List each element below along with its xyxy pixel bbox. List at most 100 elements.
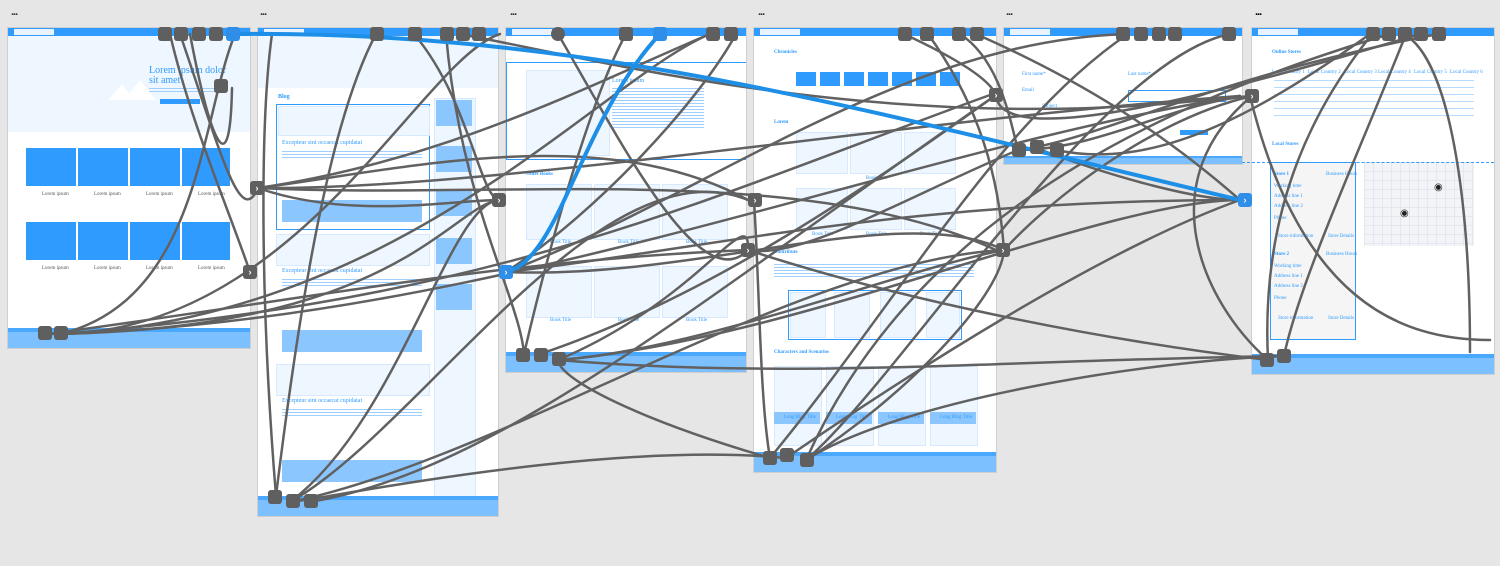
link-hotspot[interactable] — [1116, 27, 1130, 41]
link-hotspot[interactable] — [1432, 27, 1446, 41]
artboard-menu-home[interactable]: ... — [11, 6, 18, 18]
link-hotspot[interactable] — [619, 27, 633, 41]
nav-arrow-icon[interactable]: › — [741, 243, 755, 257]
link-hotspot[interactable] — [214, 79, 228, 93]
related-book[interactable] — [594, 184, 660, 240]
link-hotspot[interactable] — [209, 27, 223, 41]
link-hotspot[interactable] — [551, 27, 565, 41]
email-field[interactable] — [1128, 90, 1226, 102]
book-thumb[interactable] — [904, 132, 956, 174]
link-hotspot[interactable] — [1152, 27, 1166, 41]
product-tile[interactable] — [26, 148, 76, 186]
link-hotspot[interactable] — [898, 27, 912, 41]
link-hotspot[interactable] — [472, 27, 486, 41]
store-info-link[interactable]: Store information — [1278, 234, 1314, 239]
link-hotspot[interactable] — [1260, 353, 1274, 367]
scenario-card[interactable] — [878, 366, 926, 446]
nav-arrow-icon[interactable]: › — [989, 88, 1003, 102]
link-hotspot[interactable] — [763, 451, 777, 465]
artboard-menu-stores[interactable]: ... — [1255, 6, 1262, 18]
nav-arrow-icon[interactable]: › — [250, 181, 264, 195]
store-details-link[interactable]: Store Details — [1328, 234, 1354, 239]
link-hotspot[interactable] — [1134, 27, 1148, 41]
character-tile[interactable] — [916, 72, 936, 86]
link-hotspot[interactable] — [54, 326, 68, 340]
link-hotspot[interactable] — [706, 27, 720, 41]
character-tile[interactable] — [868, 72, 888, 86]
link-hotspot[interactable] — [1050, 143, 1064, 157]
link-hotspot[interactable] — [552, 352, 566, 366]
hero-button[interactable] — [160, 99, 200, 104]
scenario-card[interactable] — [930, 366, 978, 446]
artboard-menu-contact[interactable]: ... — [1006, 6, 1013, 18]
book-thumb[interactable] — [796, 132, 848, 174]
link-hotspot[interactable] — [780, 448, 794, 462]
link-hotspot[interactable] — [174, 27, 188, 41]
link-hotspot[interactable] — [158, 27, 172, 41]
artboard-menu-article[interactable]: ... — [510, 6, 517, 18]
product-tile[interactable] — [78, 222, 128, 260]
product-tile[interactable] — [26, 222, 76, 260]
link-hotspot[interactable] — [1382, 27, 1396, 41]
character-tile[interactable] — [892, 72, 912, 86]
character-tile[interactable] — [796, 72, 816, 86]
store-links-grid[interactable] — [1274, 80, 1474, 118]
link-hotspot[interactable] — [534, 348, 548, 362]
nav-arrow-icon[interactable]: › — [996, 243, 1010, 257]
artboard-stores[interactable]: Online Stores Local Country 1 Local Coun… — [1252, 28, 1494, 374]
contribute-card[interactable] — [790, 292, 826, 338]
link-hotspot[interactable] — [1366, 27, 1380, 41]
nav-arrow-icon[interactable]: › — [748, 193, 762, 207]
nav-arrow-icon[interactable]: › — [492, 193, 506, 207]
product-tile[interactable] — [78, 148, 128, 186]
book-thumb[interactable] — [850, 188, 902, 230]
link-hotspot[interactable] — [516, 348, 530, 362]
artboard-home[interactable]: Lorem ipsum dolor sit amet Lorem ipsum L… — [8, 28, 250, 348]
artboard-blog[interactable]: Blog Excepteur sint occaecat cupidatat E… — [258, 28, 498, 516]
store-map[interactable] — [1364, 162, 1474, 246]
product-tile[interactable] — [130, 222, 180, 260]
contribute-card[interactable] — [926, 292, 960, 338]
contribute-card[interactable] — [880, 292, 916, 338]
related-book[interactable] — [662, 266, 728, 318]
link-hotspot[interactable] — [268, 490, 282, 504]
contribute-card[interactable] — [834, 292, 870, 338]
related-book[interactable] — [526, 184, 592, 240]
book-thumb[interactable] — [904, 188, 956, 230]
link-hotspot[interactable] — [1277, 349, 1291, 363]
link-hotspot[interactable] — [724, 27, 738, 41]
nav-arrow-icon[interactable]: › — [243, 265, 257, 279]
store-info-link[interactable]: Store information — [1278, 316, 1314, 321]
artboard-collections[interactable]: Chronicles Lorem Book Title Book Title B… — [754, 28, 996, 472]
link-hotspot[interactable] — [38, 326, 52, 340]
artboard-article[interactable]: Lorem ipsum Other Books Book Title Book … — [506, 28, 746, 372]
book-thumb[interactable] — [850, 132, 902, 174]
character-tile[interactable] — [940, 72, 960, 86]
link-hotspot[interactable] — [970, 27, 984, 41]
link-hotspot[interactable] — [370, 27, 384, 41]
book-thumb[interactable] — [796, 188, 848, 230]
link-hotspot[interactable] — [456, 27, 470, 41]
related-book[interactable] — [662, 184, 728, 240]
link-hotspot[interactable] — [1414, 27, 1428, 41]
nav-arrow-icon[interactable]: › — [1238, 193, 1252, 207]
link-hotspot[interactable] — [1030, 140, 1044, 154]
link-hotspot-active[interactable] — [226, 27, 240, 41]
scenario-card[interactable] — [826, 366, 874, 446]
link-hotspot[interactable] — [920, 27, 934, 41]
artboard-menu-blog[interactable]: ... — [260, 6, 267, 18]
product-tile[interactable] — [182, 148, 230, 186]
link-hotspot[interactable] — [1222, 27, 1236, 41]
link-hotspot[interactable] — [192, 27, 206, 41]
character-tile[interactable] — [844, 72, 864, 86]
send-button[interactable] — [1180, 130, 1208, 135]
scenario-card[interactable] — [774, 366, 822, 446]
artboard-menu-collections[interactable]: ... — [758, 6, 765, 18]
nav-arrow-icon[interactable]: › — [1245, 89, 1259, 103]
link-hotspot[interactable] — [952, 27, 966, 41]
product-tile[interactable] — [182, 222, 230, 260]
link-hotspot[interactable] — [1012, 143, 1026, 157]
link-hotspot[interactable] — [408, 27, 422, 41]
link-hotspot[interactable] — [440, 27, 454, 41]
link-hotspot[interactable] — [800, 453, 814, 467]
